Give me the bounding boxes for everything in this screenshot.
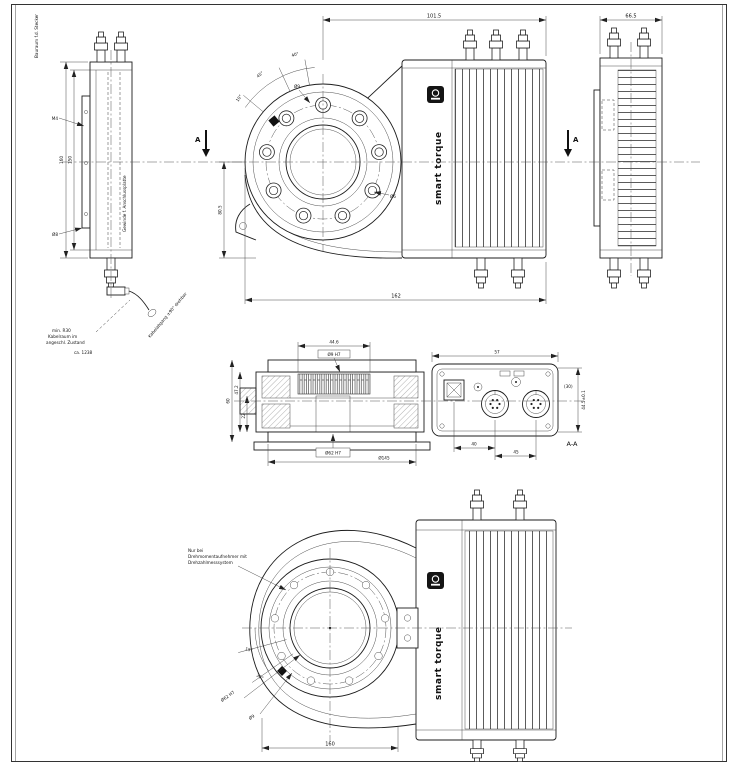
option-note-1: Nur bei [188, 548, 203, 553]
angle-label-40: 40° [291, 51, 300, 58]
drawing-frame [11, 4, 727, 762]
dim-80-5: 80.5 [218, 205, 223, 215]
section-bottom-plate [267, 431, 417, 443]
section-label: A-A [567, 440, 579, 448]
option-note-3: Drehzahlmesssystem [188, 560, 233, 565]
fit-box-top-label: Ø9 H7 [327, 352, 340, 357]
cable-rotation-note: Kabelabgang ±90° drehbar [147, 291, 188, 338]
leader-pin-label: Ø8 [52, 232, 58, 237]
connector-panel [431, 363, 559, 437]
note-connector-space: Bauraum f.d. Stecker [34, 14, 39, 58]
dim-45: 45 [513, 450, 519, 455]
cooling-fins-side [617, 69, 657, 247]
angle-label-10: 10° [235, 94, 243, 103]
bottom-connectors [474, 257, 525, 289]
angle-label-30: 30° [256, 673, 265, 681]
dim-left-60: 60 [226, 398, 231, 404]
circular-connector-1 [481, 390, 509, 418]
angle-label-15: 15° [245, 646, 253, 653]
dim-57: 57 [494, 350, 500, 355]
cooling-fins [454, 68, 544, 248]
cable-length-label: ca. 1238 [74, 350, 93, 355]
dim-30: (30) [564, 384, 573, 389]
section-top-plate [267, 359, 417, 373]
view-front-bottom: smart torque [188, 489, 572, 762]
leader-thread-label: M4 [52, 116, 59, 121]
option-note-2: Drehmomentaufnehmer mit [188, 554, 247, 559]
brand-name-vertical-bottom: smart torque [434, 626, 444, 700]
dim-66-5: 66.5 [625, 14, 636, 20]
hole-dia-label-2: Ø6 [390, 194, 396, 199]
index-marker [268, 115, 280, 127]
dim-height-inner: 150 [68, 156, 73, 164]
mounting-plate-right [593, 89, 601, 227]
section-mark-left: A [195, 136, 201, 144]
square-connector [443, 379, 465, 401]
dim-44-5: 44.5±0.1 [581, 390, 586, 410]
leader-bore-label: Ø62 H7 [220, 689, 236, 702]
index-marker-bottom [277, 666, 287, 676]
fit-box-bottom-label: Ø62 H7 [325, 451, 341, 456]
cooling-fins-bottom [464, 530, 554, 730]
dim-101-5: 101.5 [427, 14, 441, 20]
cable-note-1: min. R30 [52, 328, 71, 333]
angle-label-45: 45° [255, 70, 264, 79]
view-side-left: 160 150 Bauraum f.d. Stecker [34, 14, 188, 355]
cable-note-2: Kabelraum im [48, 334, 77, 339]
cable-elbow [106, 286, 157, 317]
cable-note-3: angeschl. Zustand [46, 340, 85, 345]
view-section-aa: 44.6 Ø9 H7 60 47.2 22 Ø62 H7 Ø145 [226, 340, 586, 466]
hole-dia-label: Ø9 [294, 84, 300, 89]
circular-connector-2 [522, 390, 550, 418]
dim-left-47-2: 47.2 [234, 385, 239, 395]
dim-44-6: 44.6 [329, 340, 339, 345]
brand-name-vertical: smart torque [434, 131, 444, 205]
top-connectors [463, 29, 530, 61]
brand-logo-icon-bottom [427, 572, 444, 589]
section-arrow-left: A [195, 130, 210, 157]
leader-hole-label: Ø9 [248, 713, 256, 721]
dim-height-outer: 160 [59, 156, 64, 164]
dim-160-bottom: 160 [325, 742, 335, 748]
section-arrow-right: A [564, 130, 579, 157]
brand-logo-icon [427, 86, 444, 103]
dim-162: 162 [391, 294, 401, 300]
section-lamination-stack [297, 373, 371, 395]
view-front-top: smart torque [195, 14, 579, 304]
section-mark-right: A [573, 136, 579, 144]
dim-40: 40 [471, 442, 477, 447]
note-thread-plate: Gewinde f. Anschlussplatte [122, 175, 127, 232]
view-side-right: 66.5 [593, 14, 663, 289]
section-bore [315, 395, 351, 433]
dim-left-22: 22 [241, 413, 246, 419]
dim-145: Ø145 [378, 456, 390, 461]
